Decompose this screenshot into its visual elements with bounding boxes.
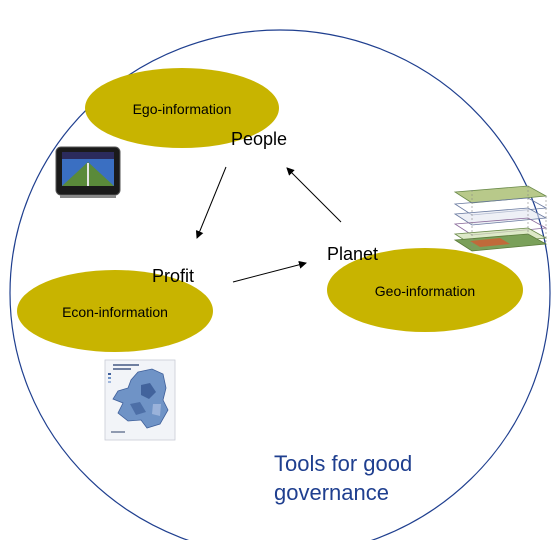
- profit-label: Profit: [152, 266, 194, 286]
- governance-circle: [9, 29, 551, 540]
- econ-information-label: Econ-information: [62, 304, 168, 320]
- geo-ellipse: [327, 248, 523, 332]
- arrow-people-to-profit: [195, 166, 227, 239]
- netherlands-map-icon: [104, 359, 176, 441]
- arrow-profit-to-planet: [232, 260, 307, 283]
- people-label: People: [231, 129, 287, 149]
- planet-label: Planet: [327, 244, 378, 264]
- geo-information-label: Geo-information: [375, 283, 475, 299]
- tools-governance-line2: governance: [274, 480, 389, 505]
- gps-device-icon: [55, 146, 121, 198]
- econ-ellipse: [17, 270, 213, 352]
- gis-layers-icon: [453, 185, 548, 252]
- ego-ellipse: [85, 68, 279, 148]
- arrow-planet-to-people: [286, 167, 342, 223]
- tools-governance-line1: Tools for good: [274, 451, 412, 476]
- ego-information-label: Ego-information: [133, 101, 232, 117]
